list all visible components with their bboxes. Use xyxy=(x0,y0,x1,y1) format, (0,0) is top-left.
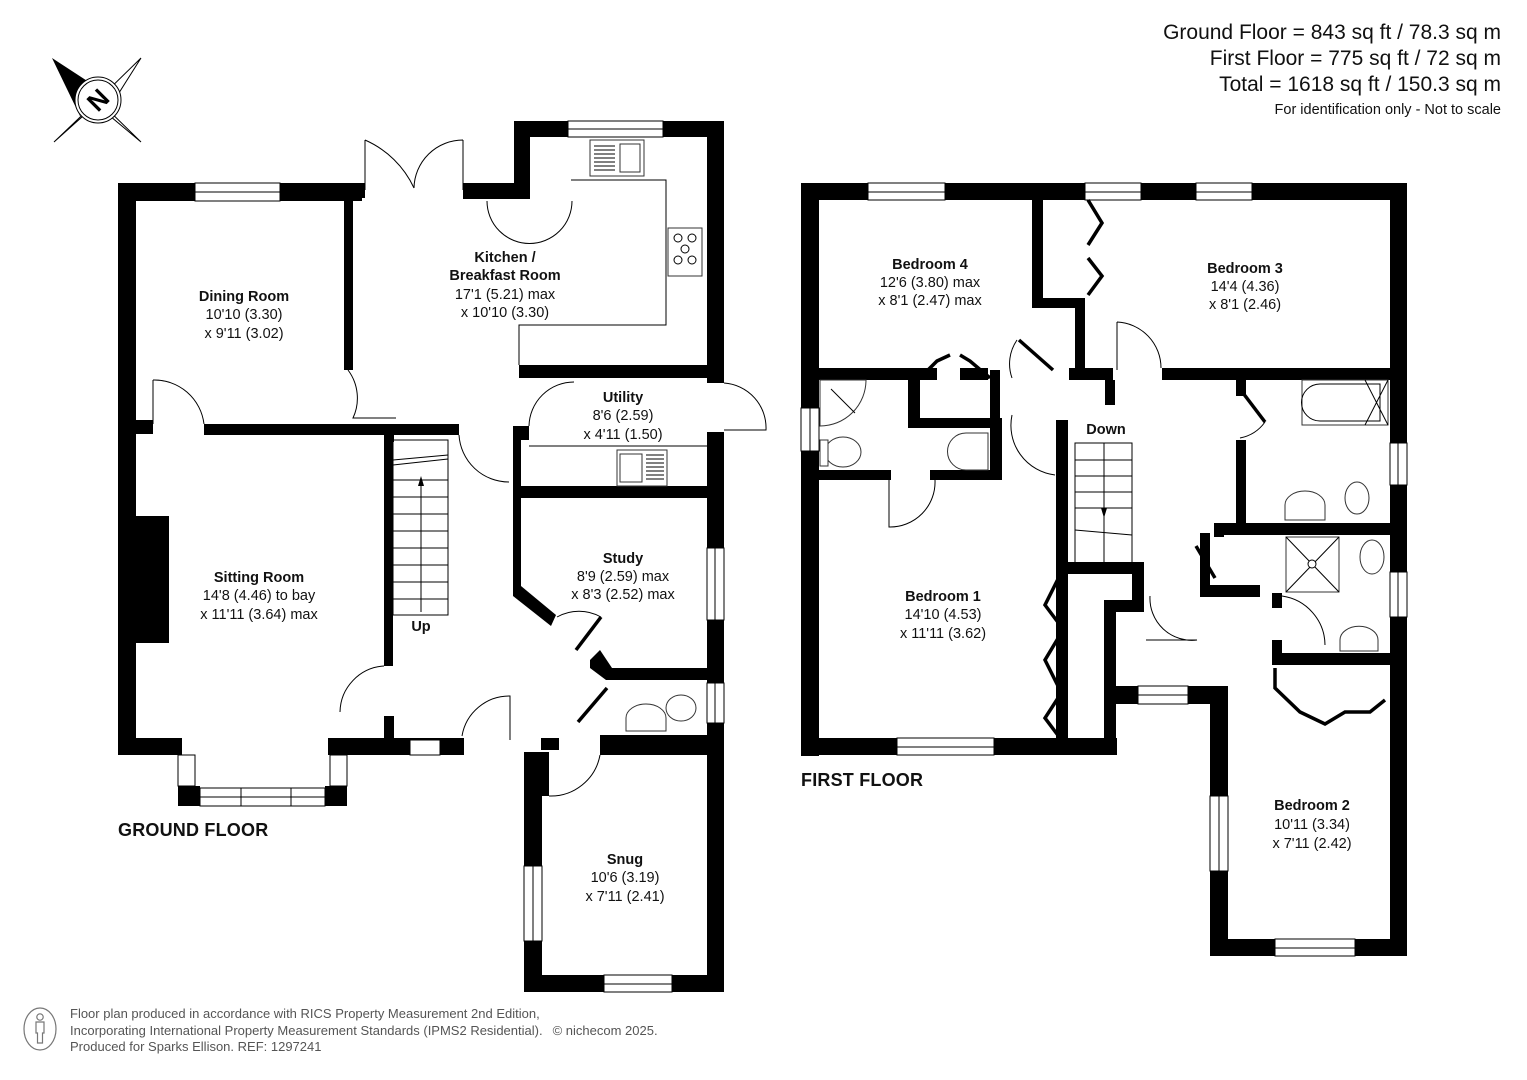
svg-text:x 7'11 (2.41): x 7'11 (2.41) xyxy=(585,889,664,905)
svg-text:Bedroom 4: Bedroom 4 xyxy=(892,257,968,273)
toilet-icon xyxy=(1344,481,1370,515)
first-floor-fixtures xyxy=(819,199,1389,740)
down-arrow-icon xyxy=(1101,508,1107,518)
footer-line-1: Floor plan produced in accordance with R… xyxy=(70,1006,540,1021)
svg-text:12'6 (3.80) max: 12'6 (3.80) max xyxy=(880,275,981,291)
room-snug: Snug 10'6 (3.19) x 7'11 (2.41) xyxy=(585,852,664,905)
stairs-up-label: Up xyxy=(411,619,430,635)
room-sitting-room: Sitting Room 14'8 (4.46) to bay x 11'11 … xyxy=(200,570,318,623)
total-area: Total = 1618 sq ft / 150.3 sq m xyxy=(1219,73,1501,96)
svg-text:14'8 (4.46) to bay: 14'8 (4.46) to bay xyxy=(203,588,316,604)
svg-text:17'1 (5.21) max: 17'1 (5.21) max xyxy=(455,287,556,303)
stairs-down-label: Down xyxy=(1086,422,1125,438)
svg-text:x 8'1 (2.47) max: x 8'1 (2.47) max xyxy=(878,293,982,309)
toilet-icon xyxy=(824,436,862,468)
basin-icon xyxy=(1339,625,1379,652)
svg-text:Dining Room: Dining Room xyxy=(199,289,289,305)
svg-text:Bedroom 2: Bedroom 2 xyxy=(1274,798,1350,814)
svg-text:14'4 (4.36): 14'4 (4.36) xyxy=(1211,279,1280,295)
ground-floor-room-labels: Dining Room 10'10 (3.30) x 9'11 (3.02) K… xyxy=(199,250,676,905)
shower-tray-icon xyxy=(1285,536,1340,593)
svg-text:x 4'11 (1.50): x 4'11 (1.50) xyxy=(583,427,662,443)
room-kitchen-breakfast: Kitchen / Breakfast Room 17'1 (5.21) max… xyxy=(449,250,560,321)
footer-line-2: Incorporating International Property Mea… xyxy=(70,1022,543,1038)
staircase-down xyxy=(1074,442,1133,566)
svg-text:Bedroom 3: Bedroom 3 xyxy=(1207,261,1283,277)
toilet-icon xyxy=(665,694,697,722)
svg-text:10'11 (3.34): 10'11 (3.34) xyxy=(1274,817,1350,833)
room-bedroom-4: Bedroom 4 12'6 (3.80) max x 8'1 (2.47) m… xyxy=(878,257,982,309)
svg-text:Breakfast Room: Breakfast Room xyxy=(449,268,560,284)
room-study: Study 8'9 (2.59) max x 8'3 (2.52) max xyxy=(571,551,675,603)
person-scale-icon xyxy=(23,1007,57,1051)
svg-text:Kitchen /: Kitchen / xyxy=(474,250,535,266)
svg-text:10'6 (3.19): 10'6 (3.19) xyxy=(591,870,660,886)
svg-text:x 10'10 (3.30): x 10'10 (3.30) xyxy=(461,305,549,321)
corner-shower-icon xyxy=(819,379,867,427)
first-floor-doors xyxy=(888,321,1326,646)
svg-text:Sitting Room: Sitting Room xyxy=(214,570,304,586)
basin-icon xyxy=(1284,490,1326,521)
scale-disclaimer: For identification only - Not to scale xyxy=(1274,102,1501,118)
footer-line-3: Produced for Sparks Ellison. REF: 129724… xyxy=(70,1039,322,1054)
hob-icon xyxy=(667,227,703,277)
first-floor-room-labels: Bedroom 4 12'6 (3.80) max x 8'1 (2.47) m… xyxy=(878,257,1351,852)
toilet-icon xyxy=(1359,539,1385,575)
basin-icon xyxy=(947,432,989,471)
svg-text:Snug: Snug xyxy=(607,852,643,868)
ground-floor-heading: GROUND FLOOR xyxy=(118,820,269,840)
svg-text:x 8'1 (2.46): x 8'1 (2.46) xyxy=(1209,297,1281,313)
footer: Floor plan produced in accordance with R… xyxy=(22,1006,658,1056)
svg-text:Study: Study xyxy=(603,551,643,567)
room-bedroom-3: Bedroom 3 14'4 (4.36) x 8'1 (2.46) xyxy=(1207,261,1283,313)
compass-rose-icon: N xyxy=(52,57,142,143)
svg-text:8'9 (2.59) max: 8'9 (2.59) max xyxy=(577,569,670,585)
room-bedroom-1: Bedroom 1 14'10 (4.53) x 11'11 (3.62) xyxy=(900,589,986,642)
svg-text:Bedroom 1: Bedroom 1 xyxy=(905,589,981,605)
room-bedroom-2: Bedroom 2 10'11 (3.34) x 7'11 (2.42) xyxy=(1272,798,1351,852)
area-summary: Ground Floor = 843 sq ft / 78.3 sq m Fir… xyxy=(1163,20,1501,118)
first-floor-heading: FIRST FLOOR xyxy=(801,770,924,790)
svg-text:x 9'11 (3.02): x 9'11 (3.02) xyxy=(204,326,283,342)
room-dining-room: Dining Room 10'10 (3.30) x 9'11 (3.02) xyxy=(199,289,289,342)
ground-floor-walls xyxy=(118,120,725,993)
footer-text: Floor plan produced in accordance with R… xyxy=(70,1006,658,1056)
up-arrow-icon xyxy=(418,476,424,486)
first-floor-walls xyxy=(800,182,1408,957)
svg-text:x 11'11 (3.62): x 11'11 (3.62) xyxy=(900,626,986,642)
svg-text:Utility: Utility xyxy=(603,390,643,406)
bath-icon xyxy=(1301,379,1389,426)
svg-text:x 7'11 (2.42): x 7'11 (2.42) xyxy=(1272,836,1351,852)
svg-text:x 8'3 (2.52) max: x 8'3 (2.52) max xyxy=(571,587,675,603)
svg-text:x 11'11 (3.64) max: x 11'11 (3.64) max xyxy=(200,607,318,623)
room-utility: Utility 8'6 (2.59) x 4'11 (1.50) xyxy=(583,390,662,443)
basin-icon xyxy=(625,703,667,732)
ground-floor-doors xyxy=(152,139,767,797)
svg-text:8'6 (2.59): 8'6 (2.59) xyxy=(593,408,654,424)
first-floor-area: First Floor = 775 sq ft / 72 sq m xyxy=(1209,47,1501,70)
copyright: © nichecom 2025. xyxy=(552,1022,658,1038)
staircase-up xyxy=(392,439,449,616)
svg-text:10'10 (3.30): 10'10 (3.30) xyxy=(206,307,283,323)
ground-floor-area: Ground Floor = 843 sq ft / 78.3 sq m xyxy=(1163,21,1501,44)
ground-floor-fixtures xyxy=(392,139,707,732)
svg-text:14'10 (4.53): 14'10 (4.53) xyxy=(905,607,982,623)
